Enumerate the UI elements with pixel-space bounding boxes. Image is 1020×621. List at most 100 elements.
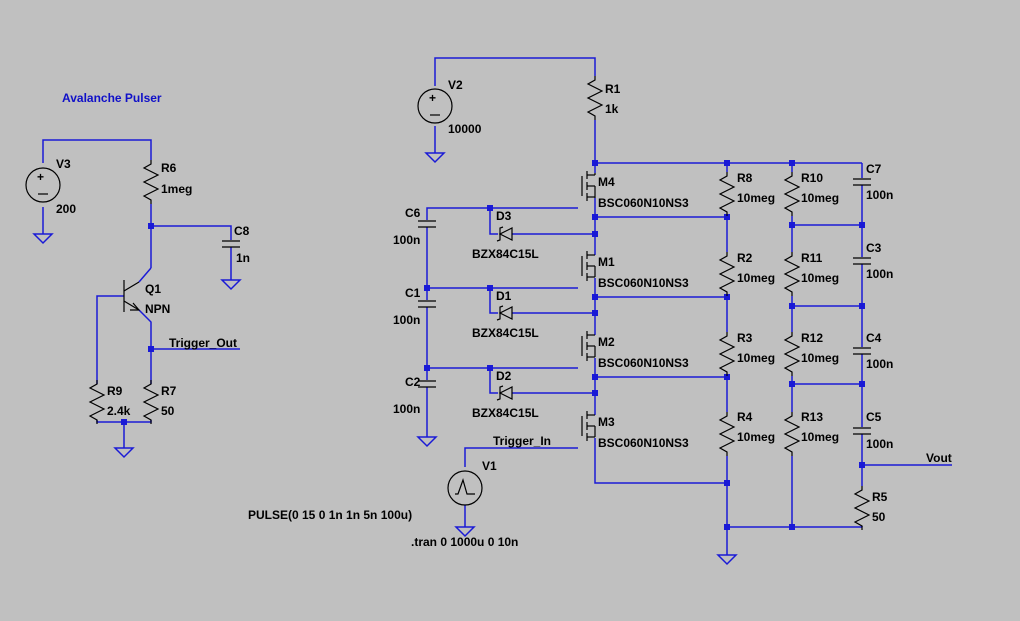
c6-value: 100n — [393, 233, 420, 247]
c2-name: C2 — [405, 375, 421, 389]
c1-name: C1 — [405, 286, 421, 300]
r11-name: R11 — [801, 251, 823, 265]
r3-resistor[interactable]: R3 10meg — [719, 331, 775, 377]
r9-resistor[interactable]: R9 2.4k — [89, 379, 131, 425]
c6-capacitor[interactable]: C6 100n — [393, 206, 437, 247]
r5-resistor[interactable]: R5 50 — [854, 485, 888, 531]
d3-zener[interactable]: D3 BZX84C15L — [472, 209, 539, 261]
r7-resistor[interactable]: R7 50 — [143, 379, 177, 425]
c2-capacitor[interactable]: C2 100n — [393, 375, 437, 416]
c6-name: C6 — [405, 206, 421, 220]
v3-value: 200 — [56, 202, 76, 216]
r8-name: R8 — [737, 171, 753, 185]
schematic-title: Avalanche Pulser — [62, 91, 162, 105]
d2-value: BZX84C15L — [472, 406, 539, 420]
r10-name: R10 — [801, 171, 823, 185]
svg-text:+: + — [429, 91, 436, 105]
c3-name: C3 — [866, 241, 882, 255]
r13-resistor[interactable]: R13 10meg — [784, 410, 839, 457]
r6-resistor[interactable]: R6 1meg — [143, 159, 192, 205]
r5-name: R5 — [872, 490, 888, 504]
pulse-directive[interactable]: PULSE(0 15 0 1n 1n 5n 100u) — [248, 508, 412, 522]
v3-name: V3 — [56, 157, 71, 171]
r6-value: 1meg — [161, 182, 192, 196]
c7-name: C7 — [866, 162, 882, 176]
c8-value: 1n — [236, 251, 250, 265]
c5-value: 100n — [866, 437, 893, 451]
r8-value: 10meg — [737, 191, 775, 205]
tran-directive[interactable]: .tran 0 1000u 0 10n — [411, 535, 518, 549]
c7-capacitor[interactable]: C7 100n — [852, 162, 893, 202]
r12-value: 10meg — [801, 351, 839, 365]
q1-npn-transistor[interactable]: Q1 NPN — [123, 280, 170, 316]
r3-value: 10meg — [737, 351, 775, 365]
c1-capacitor[interactable]: C1 100n — [393, 286, 437, 327]
q1-name: Q1 — [145, 282, 161, 296]
v3-source[interactable]: + V3 200 — [25, 157, 76, 216]
r8-resistor[interactable]: R8 10meg — [719, 171, 775, 217]
r2-value: 10meg — [737, 271, 775, 285]
r13-name: R13 — [801, 410, 823, 424]
vout-label: Vout — [926, 451, 952, 465]
wires-stack — [426, 57, 952, 555]
c3-capacitor[interactable]: C3 100n — [852, 241, 893, 281]
d3-name: D3 — [496, 209, 512, 223]
c4-value: 100n — [866, 357, 893, 371]
v1-source[interactable]: V1 — [447, 459, 497, 506]
r1-name: R1 — [605, 82, 621, 96]
v1-name: V1 — [482, 459, 497, 473]
r3-name: R3 — [737, 331, 753, 345]
c5-name: C5 — [866, 410, 882, 424]
trigger-out-label: Trigger_Out — [169, 336, 237, 350]
m3-mosfet[interactable]: M3 BSC060N10NS3 — [581, 410, 689, 450]
d1-name: D1 — [496, 289, 512, 303]
d2-zener[interactable]: D2 BZX84C15L — [472, 369, 539, 420]
r4-resistor[interactable]: R4 10meg — [719, 410, 775, 457]
wires-avalanche — [42, 139, 240, 448]
r10-resistor[interactable]: R10 10meg — [784, 171, 839, 217]
c1-value: 100n — [393, 313, 420, 327]
v2-name: V2 — [448, 78, 463, 92]
c4-capacitor[interactable]: C4 100n — [852, 331, 893, 371]
d3-value: BZX84C15L — [472, 247, 539, 261]
m1-name: M1 — [598, 255, 615, 269]
r1-value: 1k — [605, 102, 619, 116]
r13-value: 10meg — [801, 430, 839, 444]
r12-name: R12 — [801, 331, 823, 345]
r5-value: 50 — [872, 510, 886, 524]
m2-mosfet[interactable]: M2 BSC060N10NS3 — [581, 330, 689, 370]
d2-name: D2 — [496, 369, 512, 383]
q1-value: NPN — [145, 302, 170, 316]
d1-zener[interactable]: D1 BZX84C15L — [472, 289, 539, 340]
c8-capacitor[interactable]: C8 1n — [221, 224, 250, 265]
c5-capacitor[interactable]: C5 100n — [852, 410, 893, 451]
r9-value: 2.4k — [107, 404, 131, 418]
r4-value: 10meg — [737, 430, 775, 444]
m2-value: BSC060N10NS3 — [598, 356, 689, 370]
r7-name: R7 — [161, 384, 177, 398]
m4-value: BSC060N10NS3 — [598, 196, 689, 210]
r2-resistor[interactable]: R2 10meg — [719, 251, 775, 297]
r12-resistor[interactable]: R12 10meg — [784, 331, 839, 377]
v2-value: 10000 — [448, 122, 482, 136]
c3-value: 100n — [866, 267, 893, 281]
v2-source[interactable]: + V2 10000 — [417, 78, 482, 136]
r7-value: 50 — [161, 404, 175, 418]
svg-text:+: + — [37, 170, 44, 184]
r11-value: 10meg — [801, 271, 839, 285]
r2-name: R2 — [737, 251, 753, 265]
m1-value: BSC060N10NS3 — [598, 276, 689, 290]
m4-name: M4 — [598, 175, 615, 189]
r10-value: 10meg — [801, 191, 839, 205]
r1-resistor[interactable]: R1 1k — [587, 75, 621, 121]
c7-value: 100n — [866, 188, 893, 202]
r9-name: R9 — [107, 384, 123, 398]
r6-name: R6 — [161, 161, 177, 175]
junctions-avalanche — [121, 223, 154, 425]
m4-mosfet[interactable]: M4 BSC060N10NS3 — [581, 170, 689, 210]
m2-name: M2 — [598, 335, 615, 349]
m3-value: BSC060N10NS3 — [598, 436, 689, 450]
r11-resistor[interactable]: R11 10meg — [784, 251, 839, 297]
m1-mosfet[interactable]: M1 BSC060N10NS3 — [581, 250, 689, 290]
